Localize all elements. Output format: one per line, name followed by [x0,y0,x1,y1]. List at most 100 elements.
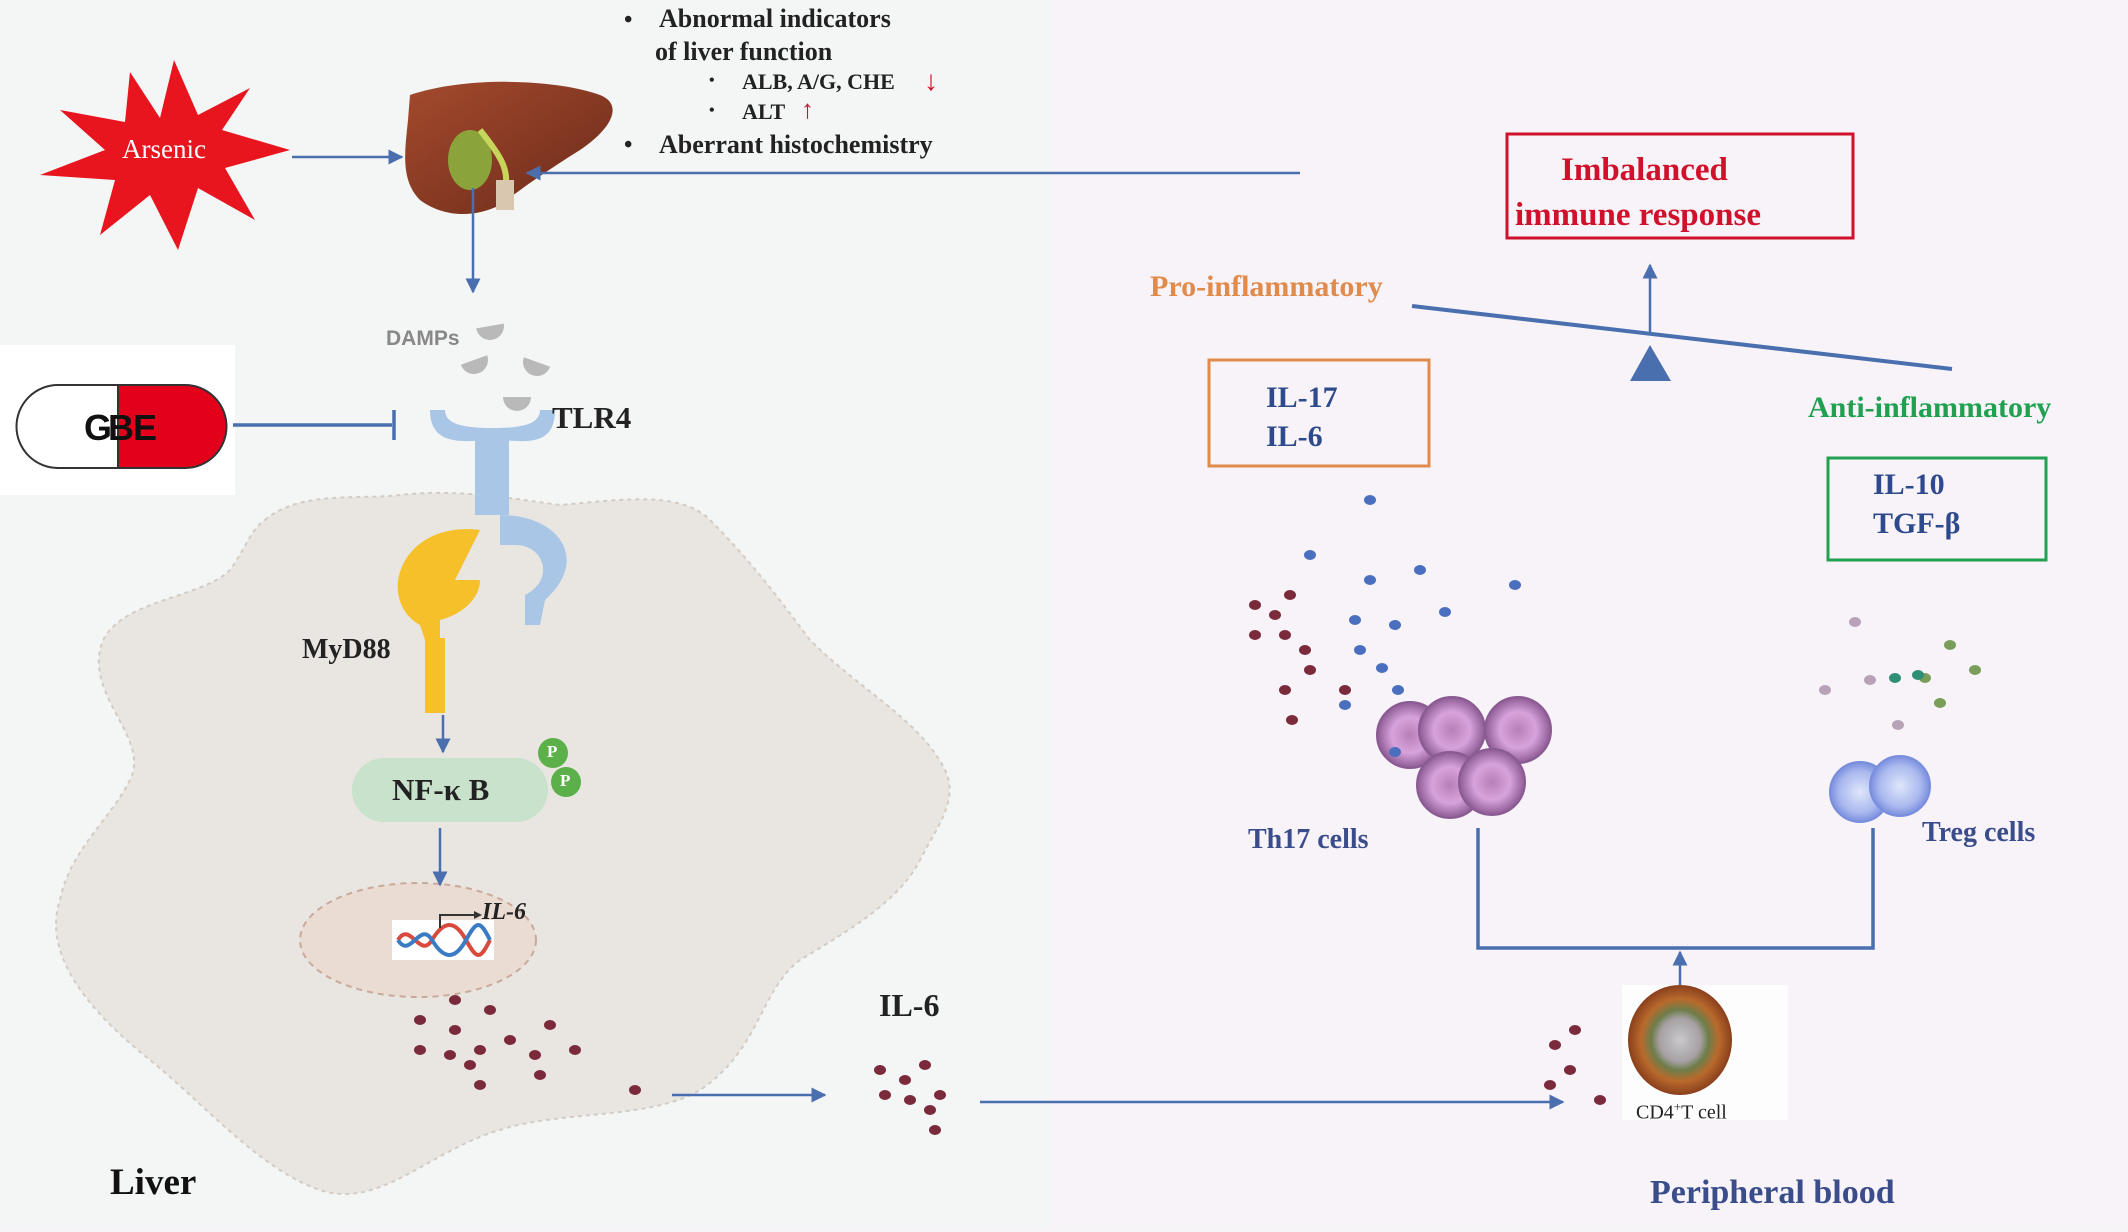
phospho-1 [538,738,568,768]
cytokine-dot [1269,610,1281,620]
cytokine-dot [924,1105,936,1115]
header-bullet-1: Abnormal indicators [659,4,891,33]
cytokine-dot [1912,670,1924,680]
promoter-arrow [439,914,478,928]
cytokine-dot [1594,1095,1606,1105]
phospho-1-label: P [547,742,558,761]
cd4-t-cell-label: CD4+T cell [1636,1100,1727,1123]
header-bullet-2: Aberrant histochemistry [659,130,933,159]
cytokine-dot [1864,675,1876,685]
liver-organ-icon [405,81,613,215]
cytokine-dot [1389,620,1401,630]
cytokine-dot [1969,665,1981,675]
cytokine-dot [1304,550,1316,560]
pro-cytokine-1: IL-17 [1266,381,1338,414]
cytokine-dot [1892,720,1904,730]
anti-cytokine-1: IL-10 [1873,468,1945,501]
up-arrow-icon: ↑ [801,95,814,124]
cytokine-dot [1249,630,1261,640]
treg-cell-pair [1829,755,1931,823]
cytokine-dot [569,1045,581,1055]
cytokine-dot [879,1090,891,1100]
arsenic-starburst-icon [40,60,290,250]
cytokine-dot [1304,665,1316,675]
bullet-marker-2: • [709,72,715,89]
cytokine-dot [1849,617,1861,627]
seesaw-fulcrum-icon [1630,345,1671,381]
cd4-label-rest: T cell [1681,1101,1727,1124]
bullet-marker-1: • [624,7,633,33]
differentiation-bracket [1476,828,1875,950]
cytokine-dot [874,1065,886,1075]
gbe-label-g: G [84,407,112,448]
cytokine-dot [449,995,461,1005]
cd4-label-main: CD4 [1636,1101,1674,1124]
cytokine-dot [444,1050,456,1060]
cytokine-dot [1279,630,1291,640]
imbalanced-line2: immune response [1515,197,1761,233]
down-arrow-icon: ↓ [924,66,938,97]
cytokine-dot [1509,580,1521,590]
header-bullet-1-cont: of liver function [655,37,833,66]
cytokine-dot [1354,645,1366,655]
cytokine-dot [1439,607,1451,617]
cytokine-dot [1364,495,1376,505]
cytokine-dot [529,1050,541,1060]
cd4-label-sup: + [1673,1099,1682,1114]
phospho-2-label: P [560,771,571,790]
imbalanced-response-box [1505,132,1855,240]
cytokine-dot [449,1025,461,1035]
damps-label: DAMPs [386,327,460,350]
dna-helix-icon [392,920,494,960]
cytokine-dot [1564,1065,1576,1075]
cytokine-dot [1414,565,1426,575]
cytokine-dot [1389,747,1401,757]
anti-inflammatory-label: Anti-inflammatory [1808,391,2052,424]
cytokine-dot [934,1090,946,1100]
cytokine-dot [1889,673,1901,683]
cytokine-dot [1392,685,1404,695]
cd4-t-cell-icon [1628,985,1732,1095]
cytokine-dot [414,1015,426,1025]
bullet-marker-4: • [624,132,633,158]
imbalanced-line1: Imbalanced [1561,152,1728,188]
myd88-label: MyD88 [302,634,391,665]
cytokine-dot [919,1060,931,1070]
cytokine-dot [1284,590,1296,600]
damp-particles [460,323,551,411]
cytokine-dot [414,1045,426,1055]
promoter-arrow-head [474,911,482,919]
treg-label: Treg cells [1922,817,2036,848]
cytokine-dot [1819,685,1831,695]
arsenic-label: Arsenic [122,134,206,164]
cytokine-dots [414,495,1981,1135]
nfkb-complex [352,758,548,822]
cytokine-dot [1339,685,1351,695]
cytokine-dot [929,1125,941,1135]
cytokine-dot [1569,1025,1581,1035]
cytokine-dot [474,1080,486,1090]
cytokine-dot [484,1005,496,1015]
cytokine-dot [474,1045,486,1055]
cytokine-dot [1549,1040,1561,1050]
anti-cytokine-2: TGF-β [1873,507,1961,540]
th17-label: Th17 cells [1248,824,1369,855]
cytokine-dot [1339,700,1351,710]
cytokine-dot [1286,715,1298,725]
il6-gene-label: IL-6 [482,899,526,925]
tlr4-receptor [430,410,567,625]
cytokine-dot [1944,640,1956,650]
bullet-marker-3: • [709,102,715,119]
cytokine-dot [1279,685,1291,695]
myd88-adaptor [397,529,480,713]
blood-panel-bg [1052,0,2128,1227]
cytokine-dot [1376,663,1388,673]
pro-cytokine-2: IL-6 [1266,420,1323,453]
cytokine-dot [1349,615,1361,625]
cytokine-dot [544,1020,556,1030]
peripheral-blood-label: Peripheral blood [1650,1174,1895,1211]
liver-label: Liver [110,1162,197,1203]
cytokine-dot [904,1095,916,1105]
cytokine-dot [1249,600,1261,610]
